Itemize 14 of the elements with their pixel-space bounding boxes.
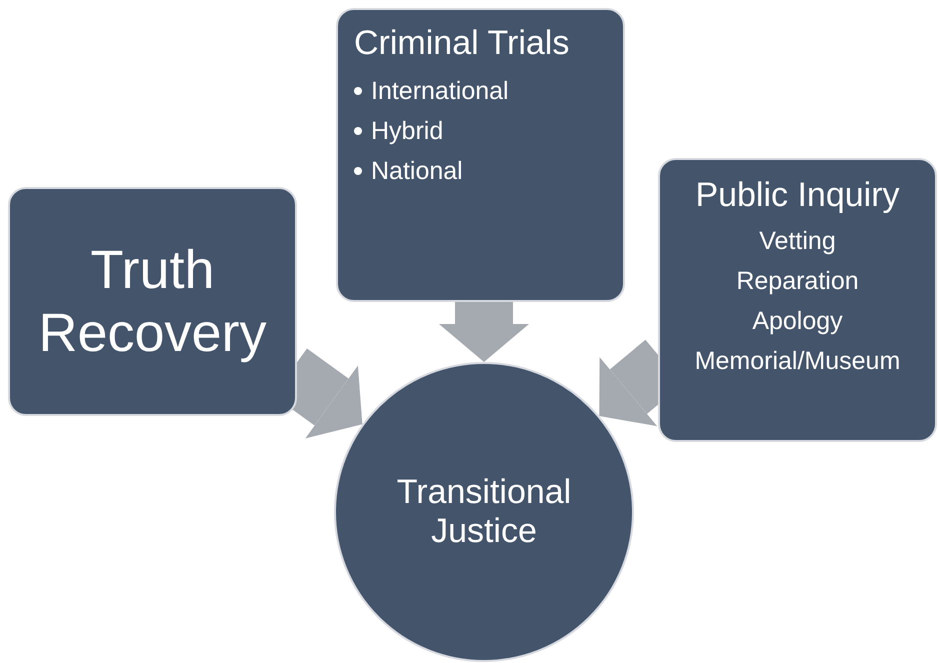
process-box [658, 158, 937, 442]
list-item: National [371, 156, 463, 188]
node-title: Criminal Trials [354, 24, 570, 64]
list-item: Memorial/Museum [694, 346, 900, 378]
node-title: Public Inquiry [695, 176, 900, 216]
node-title: Truth Recovery [37, 239, 268, 364]
node-title: Transitional Justice [396, 472, 572, 552]
list-item: Reparation [736, 266, 859, 298]
list-item: Hybrid [371, 116, 444, 148]
process-box [8, 187, 297, 416]
list-item: Vetting [759, 226, 836, 258]
list-item: Apology [752, 306, 843, 338]
list-item: International [371, 76, 509, 108]
process-box [336, 8, 625, 302]
